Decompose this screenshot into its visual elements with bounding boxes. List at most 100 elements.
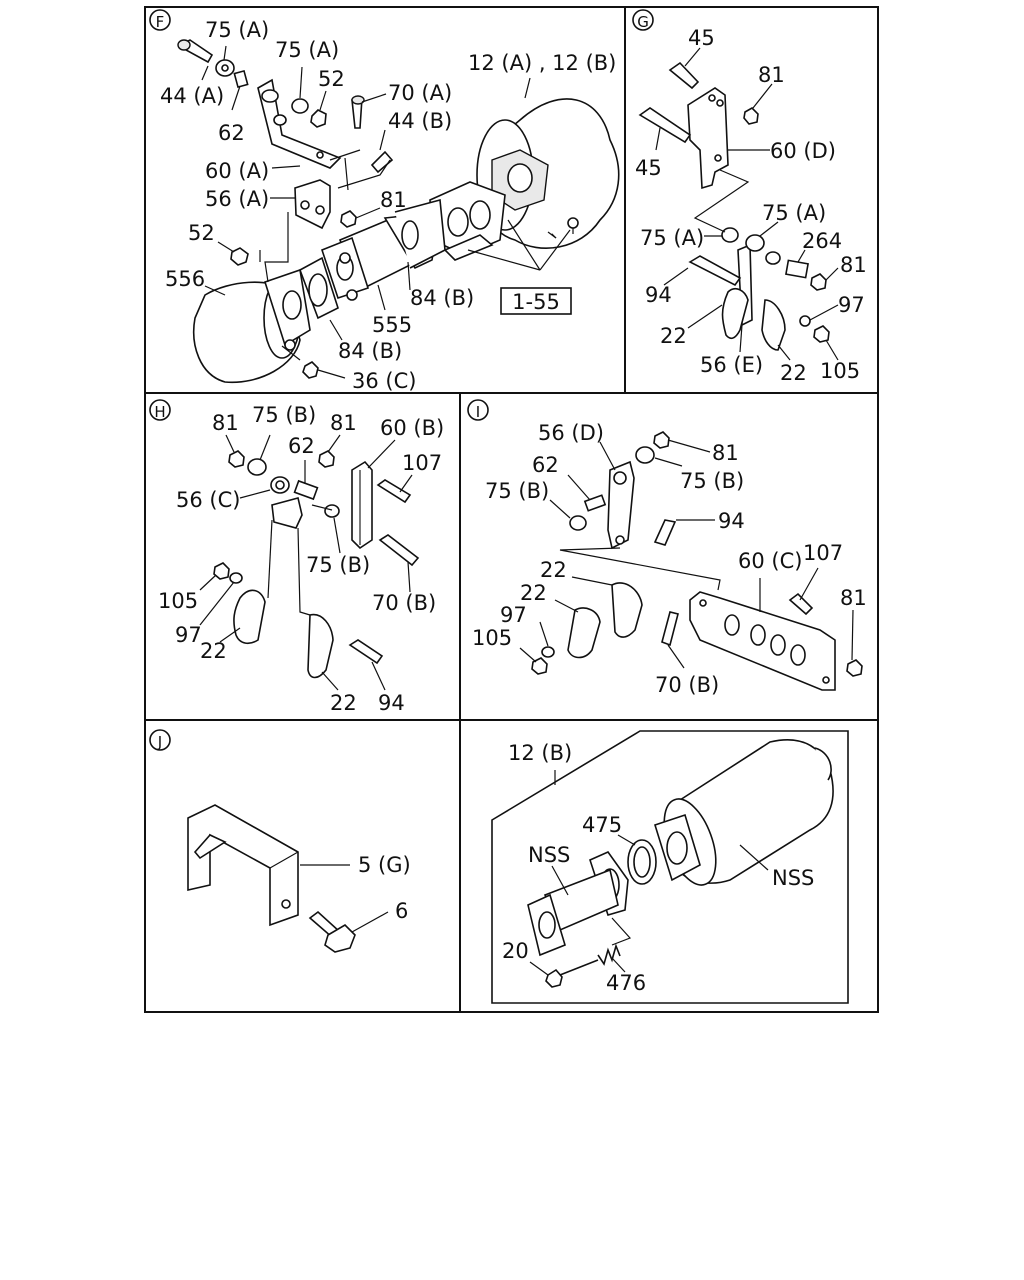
callout-label: 22: [660, 324, 687, 348]
callout-label: 12 (B): [508, 741, 572, 765]
muffler-nss-drawing: [654, 739, 834, 886]
callout-label: 44 (A): [160, 84, 224, 108]
callout-label: NSS: [772, 866, 814, 890]
callout-label: 62: [288, 434, 315, 458]
clamps-h-drawing: [233, 589, 334, 679]
callout-label: NSS: [528, 843, 570, 867]
callout-labels: 75 (A) 75 (A) 52 70 (A) 44 (A) 62 44 (B)…: [158, 18, 867, 995]
section-i-marker: [467, 399, 489, 421]
ref-box-label: 1-55: [512, 290, 560, 314]
bracket-60c-drawing: [689, 591, 836, 691]
leaders-k: [529, 770, 769, 976]
section-h: H: [149, 399, 420, 691]
callout-label: 62: [218, 121, 245, 145]
leaders-g: [655, 47, 839, 361]
callout-label: 60 (B): [380, 416, 444, 440]
callout-label: 22: [540, 558, 567, 582]
clamp-56e-drawing: [721, 243, 786, 351]
callout-label: 75 (B): [306, 553, 370, 577]
callout-label: 81: [712, 441, 739, 465]
callout-label: 70 (B): [655, 673, 719, 697]
bracket-5g-drawing: [187, 804, 299, 927]
callout-label: 22: [330, 691, 357, 715]
fasteners-i-drawing: [531, 431, 863, 677]
fasteners-h-drawing: [213, 450, 420, 665]
callout-label: 6: [395, 899, 408, 923]
callout-label: 84 (B): [410, 286, 474, 310]
callout-label: 75 (B): [485, 479, 549, 503]
section-f: F: [149, 9, 620, 384]
callout-label: 107: [402, 451, 442, 475]
callout-label: 12 (A) , 12 (B): [468, 51, 616, 75]
section-g-marker: [632, 9, 654, 31]
callout-label: 44 (B): [388, 109, 452, 133]
callout-label: 97: [838, 293, 865, 317]
callout-label: 36 (C): [352, 369, 416, 393]
callout-label: 94: [645, 283, 672, 307]
pipe-nss-drawing: [527, 851, 629, 957]
bracket-56c-drawing: [270, 476, 303, 529]
gasket-475-drawing: [627, 839, 657, 885]
callout-label: 75 (B): [252, 403, 316, 427]
callout-label: 94: [718, 509, 745, 533]
bracket-60a-drawing: [257, 78, 342, 169]
callout-label: 45: [688, 26, 715, 50]
section-g-letter: G: [637, 13, 649, 31]
callout-label: 105: [158, 589, 198, 613]
leaders-j: [300, 864, 389, 933]
callout-label: 556: [165, 267, 205, 291]
callout-label: 475: [582, 813, 622, 837]
section-f-marker: [149, 9, 171, 31]
fasteners-f-drawing: [177, 39, 394, 379]
clamps-i-drawing: [567, 582, 643, 659]
callout-label: 81: [840, 586, 867, 610]
muffler-12-drawing: [476, 98, 620, 249]
fasteners-g-drawing: [638, 61, 830, 343]
section-k: [491, 730, 849, 1004]
callout-label: 52: [188, 221, 215, 245]
callout-label: 56 (D): [538, 421, 604, 445]
gasket-84b-drawing: [299, 256, 339, 320]
callout-label: 107: [803, 541, 843, 565]
callout-label: 60 (D): [770, 139, 836, 163]
callout-label: 22: [780, 361, 807, 385]
callout-label: 56 (E): [700, 353, 763, 377]
callout-label: 45: [635, 156, 662, 180]
section-g: G: [632, 9, 839, 361]
section-h-marker: [149, 399, 171, 421]
callout-label: 75 (A): [275, 38, 339, 62]
section-i: I: [467, 399, 863, 691]
callout-label: 5 (G): [358, 853, 411, 877]
callout-label: 81: [758, 63, 785, 87]
bolt-spring-drawing: [545, 943, 621, 988]
section-j-letter: J: [157, 733, 162, 751]
callout-label: 56 (A): [205, 187, 269, 211]
callout-label: 20: [502, 939, 529, 963]
callout-label: 75 (A): [640, 226, 704, 250]
callout-label: 476: [606, 971, 646, 995]
bracket-60b-drawing: [351, 460, 373, 550]
callout-label: 94: [378, 691, 405, 715]
flange-gasket-drawing: [429, 181, 506, 261]
callout-label: 22: [520, 581, 547, 605]
callout-label: 105: [472, 626, 512, 650]
section-h-letter: H: [154, 403, 165, 421]
callout-label: 75 (B): [680, 469, 744, 493]
section-j-marker: [149, 729, 171, 751]
section-j: J: [149, 729, 389, 953]
callout-label: 60 (A): [205, 159, 269, 183]
leaders-f: [201, 45, 571, 379]
leaders-i: [519, 439, 854, 669]
callout-label: 81: [380, 188, 407, 212]
muffler-556-drawing: [193, 268, 311, 384]
bolt-6-drawing: [308, 910, 356, 953]
callout-label: 105: [820, 359, 860, 383]
callout-label: 60 (C): [738, 549, 802, 573]
leaders-h: [199, 434, 413, 691]
pipe-555-drawing: [321, 198, 446, 301]
callout-label: 81: [330, 411, 357, 435]
bracket-60d-drawing: [687, 87, 729, 190]
callout-label: 75 (A): [205, 18, 269, 42]
ref-box-1-55: [500, 287, 572, 315]
